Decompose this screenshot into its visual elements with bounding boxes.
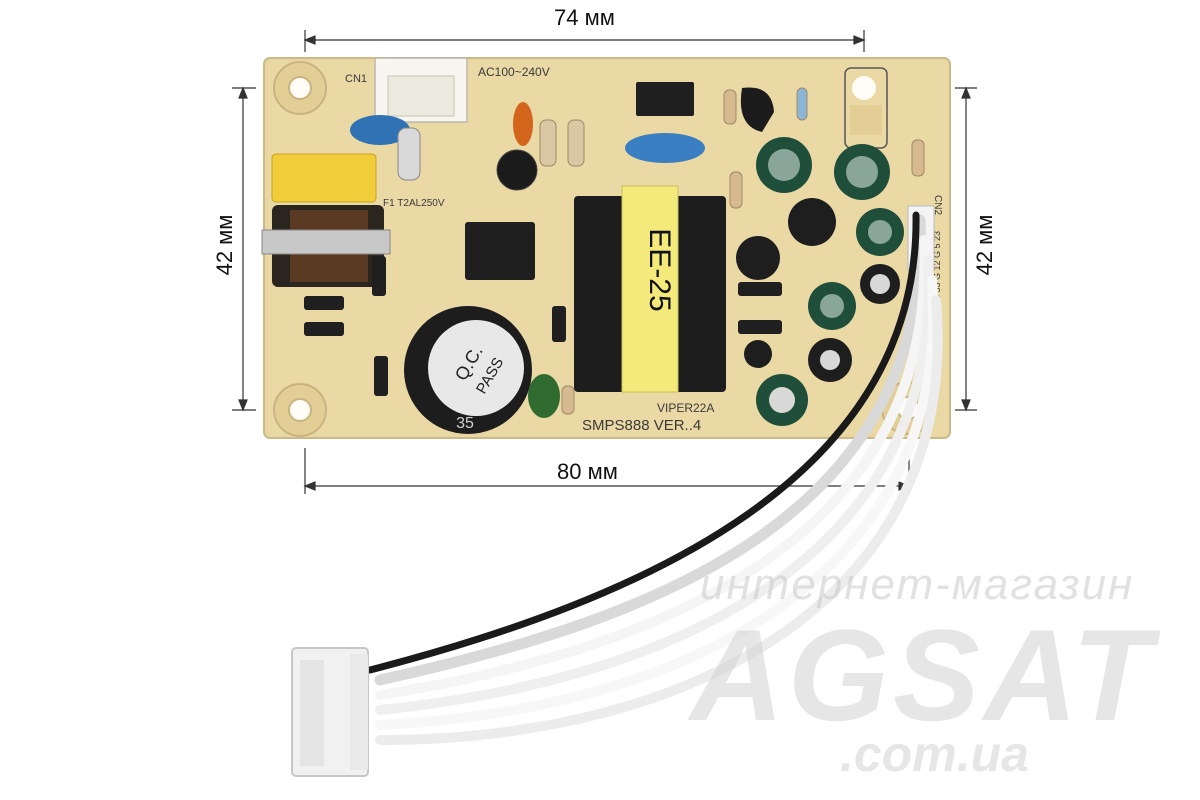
ceramic-cap-orange [513, 102, 533, 146]
ceramic-cap-blue [625, 133, 705, 163]
dimension-top-label: 74 мм [554, 5, 615, 30]
silk-cn1: CN1 [345, 73, 367, 85]
capacitor-c2 [496, 149, 538, 191]
chip-u1 [465, 222, 535, 280]
silk-cn2: CN2 [932, 195, 943, 215]
transformer: EE-25 [574, 185, 726, 393]
green-cap [528, 374, 560, 418]
silk-chip: VIPER22A [657, 401, 714, 415]
silk-fuse: F1 T2AL250V [383, 198, 445, 209]
silk-model: SMPS888 VER..4 [582, 417, 701, 434]
watermark-brand: AGSAT [690, 602, 1156, 748]
varistor [350, 115, 410, 145]
cable-plug [291, 647, 369, 777]
dimension-left-label: 42 мм [212, 214, 237, 276]
watermark-line1: интернет-магазин [700, 560, 1135, 609]
choke-l1 [261, 205, 391, 287]
x-capacitor [271, 153, 377, 203]
cap-voltage: 35 [456, 415, 474, 432]
silkscreen: CN1 AC100~240V F1 T2AL250V SMPS888 VER..… [345, 65, 943, 434]
dimension-bottom-label: 80 мм [557, 459, 618, 484]
watermark-domain: .com.ua [840, 726, 1029, 782]
transformer-label: EE-25 [643, 228, 676, 311]
silk-input: AC100~240V [478, 65, 550, 79]
cn1-connector [374, 57, 468, 123]
cable-bundle [366, 211, 943, 745]
transistor-u3 [740, 87, 774, 132]
optocoupler-u2 [636, 82, 694, 116]
output-capacitors [736, 137, 904, 426]
fuse [397, 127, 421, 181]
silk-pins: 5 33 G 12 G 5 23 [932, 231, 942, 300]
bulk-capacitor: Q.C. PASS 35 [404, 306, 532, 434]
dimension-right-label: 42 мм [972, 214, 997, 276]
resistors [539, 87, 925, 415]
diodes [304, 256, 782, 396]
